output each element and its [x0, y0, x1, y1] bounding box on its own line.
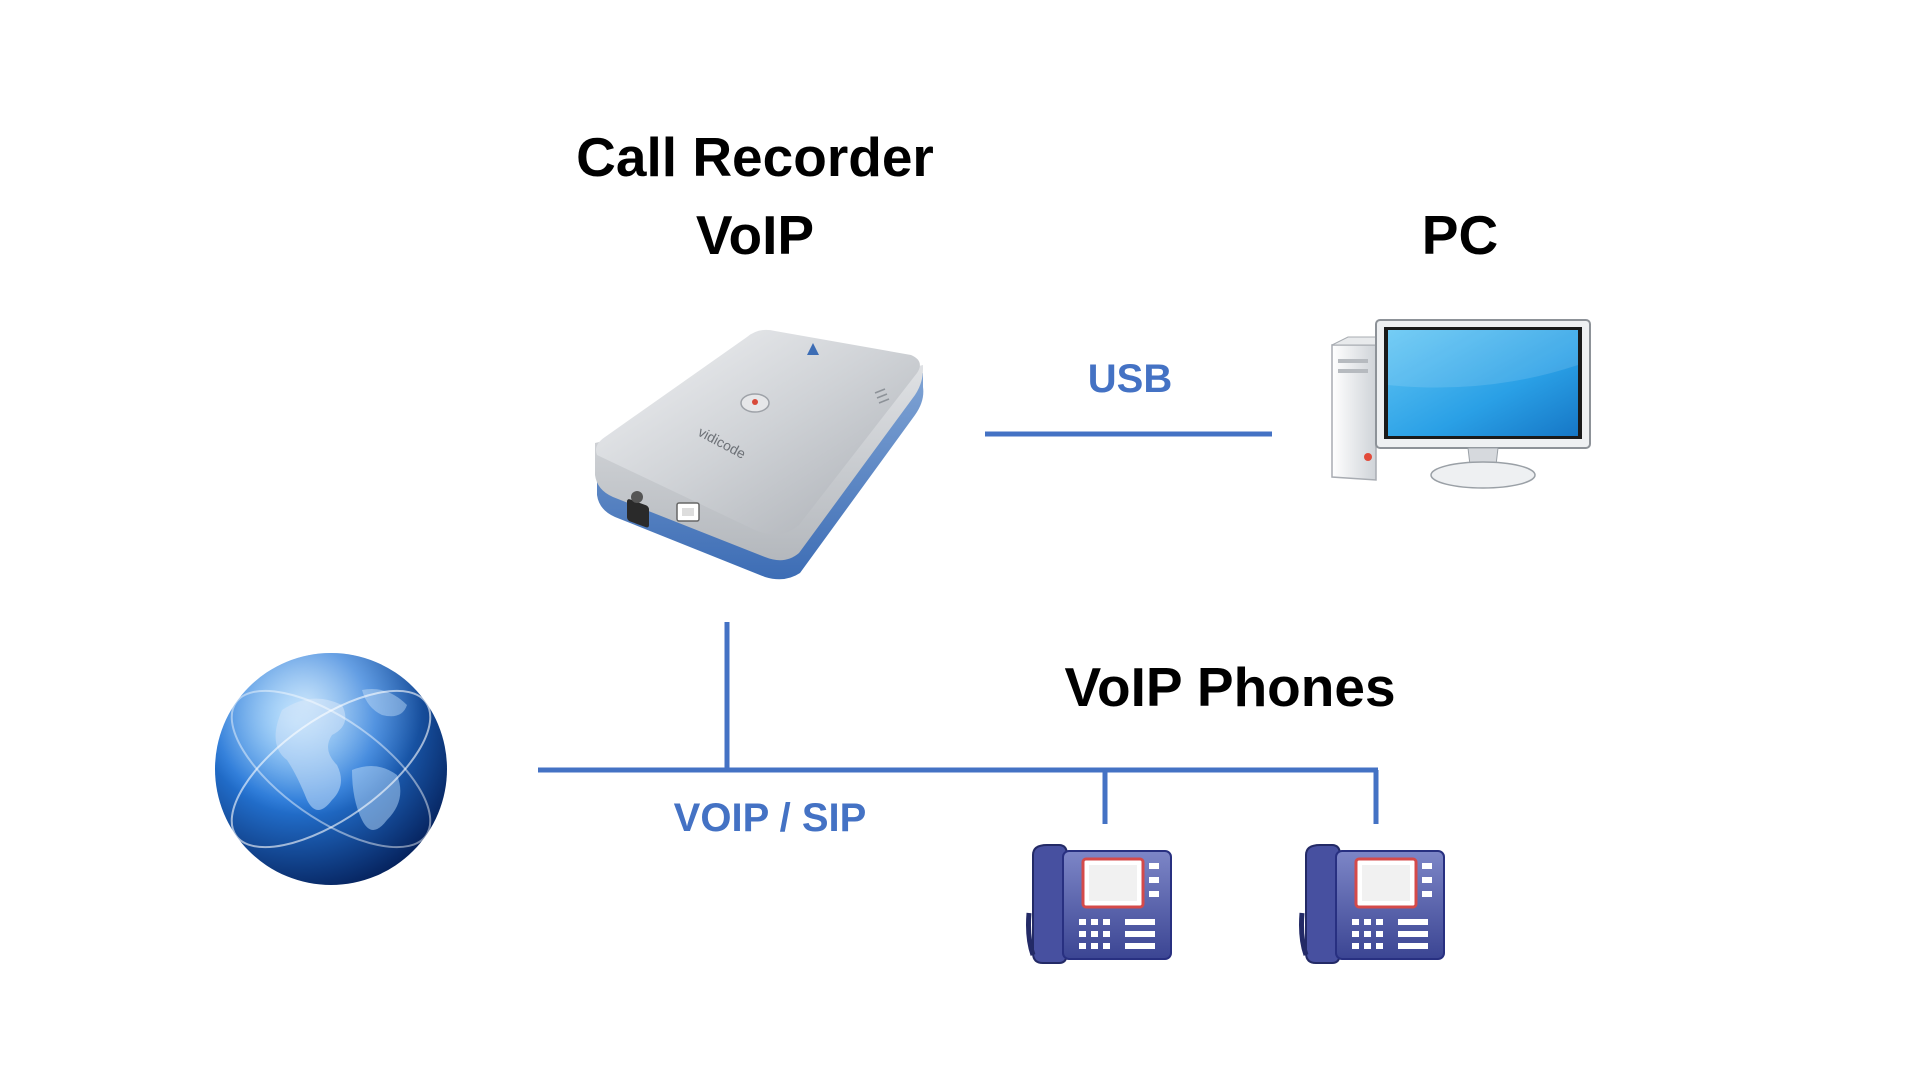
usb-link-label: USB: [1087, 357, 1173, 401]
voip-sip-link-label: VOIP / SIP: [673, 796, 867, 840]
desktop-pc-icon: [1331, 319, 1591, 489]
pc-title: PC: [1421, 204, 1499, 266]
call-recorder-title-line2: VoIP: [695, 204, 815, 266]
globe-icon: [215, 653, 447, 885]
recorder-device-icon: vidicode: [595, 329, 924, 580]
call-recorder-title: Call Recorder VoIP: [545, 118, 965, 274]
desk-phone-icon: [1026, 844, 1172, 964]
call-recorder-title-line1: Call Recorder: [576, 126, 934, 188]
voip-phones-title: VoIP Phones: [1064, 656, 1396, 718]
desk-phone-icon: [1299, 844, 1445, 964]
